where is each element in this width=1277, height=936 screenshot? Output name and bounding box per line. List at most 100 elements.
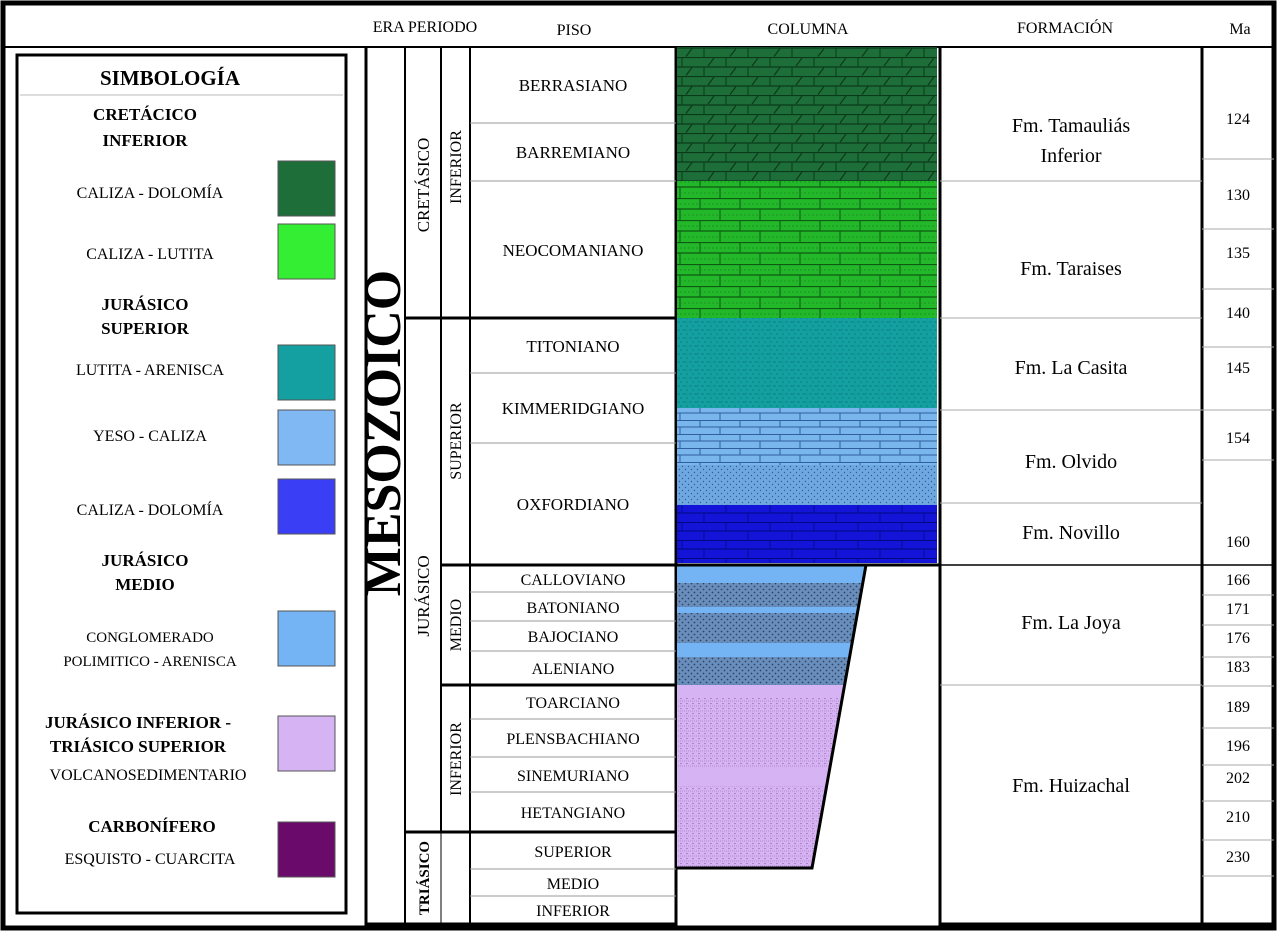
litho-caliza-lutita xyxy=(677,181,937,318)
legend-swatch-4 xyxy=(277,478,336,535)
legend-swatch-1 xyxy=(277,223,336,280)
ma-label-2: 135 xyxy=(1226,245,1250,262)
legend-label-6-line-0: VOLCANOSEDIMENTARIO xyxy=(50,767,247,784)
formation-label-3-line-0: Fm. Olvido xyxy=(1025,451,1117,473)
legend-label-2-line-0: LUTITA - ARENISCA xyxy=(76,362,224,379)
ma-label-13: 202 xyxy=(1226,770,1250,787)
legend-swatch-6 xyxy=(277,715,336,772)
formation-label-0-line-0: Fm. Tamauliás xyxy=(1012,115,1130,137)
litho-caliza-dolomia-cretacico xyxy=(677,47,937,181)
stage-label-0: BERRASIANO xyxy=(519,76,628,95)
stage-label-11: PLENSBACHIANO xyxy=(506,731,639,748)
stage-label-4: KIMMERIDGIANO xyxy=(502,399,645,418)
stage-label-14: SUPERIOR xyxy=(534,844,612,861)
legend-swatch-3 xyxy=(277,409,336,466)
legend-swatch-0 xyxy=(277,160,336,217)
stage-label-12: SINEMURIANO xyxy=(517,768,629,785)
stage-label-3: TITONIANO xyxy=(526,337,619,356)
ma-label-14: 210 xyxy=(1226,809,1250,826)
ma-label-7: 166 xyxy=(1226,572,1250,589)
legend-label-3-line-0: YESO - CALIZA xyxy=(93,428,207,445)
legend-label-5-line-0: CONGLOMERADO xyxy=(86,630,214,646)
stage-label-16: INFERIOR xyxy=(536,903,610,920)
litho-volcano-pattern-1 xyxy=(677,698,843,767)
legend-group-5-line-0: JURÁSICO xyxy=(102,551,189,570)
legend-label-5-line-1: POLIMITICO - ARENISCA xyxy=(63,654,237,670)
epoch-label-jur-inferior: INFERIOR xyxy=(448,722,465,796)
ma-label-1: 130 xyxy=(1226,187,1250,204)
stage-label-5: OXFORDIANO xyxy=(517,495,629,514)
stage-label-2: NEOCOMANIANO xyxy=(503,241,644,260)
ma-label-10: 183 xyxy=(1226,659,1250,676)
legend-swatch-7 xyxy=(277,821,336,878)
stage-label-9: ALENIANO xyxy=(532,661,615,678)
legend-label-7-line-0: ESQUISTO - CUARCITA xyxy=(65,851,236,868)
header-formacion: FORMACIÓN xyxy=(1017,18,1113,37)
legend-group-2-line-1: SUPERIOR xyxy=(101,319,190,338)
period-label-triasico: TRIÁSICO xyxy=(416,841,433,915)
legend-group-6-line-1: TRIÁSICO SUPERIOR xyxy=(50,737,227,756)
litho-conglomerado-dark-2 xyxy=(677,613,858,643)
litho-conglomerado-dark-1 xyxy=(677,583,863,607)
formation-label-4-line-0: Fm. Novillo xyxy=(1022,522,1120,544)
legend-swatch-5 xyxy=(277,610,336,667)
legend-group-6-line-0: JURÁSICO INFERIOR - xyxy=(45,713,231,732)
stage-label-1: BARREMIANO xyxy=(516,143,630,162)
period-label-cretasico: CRETÁSICO xyxy=(414,138,433,232)
litho-conglomerado-dark-3 xyxy=(677,657,850,685)
formation-label-1-line-0: Fm. Taraises xyxy=(1020,258,1122,280)
formation-label-0-line-1: Inferior xyxy=(1040,145,1101,167)
litho-volcano-pattern-2 xyxy=(677,786,827,868)
header-columna: COLUMNA xyxy=(768,21,849,38)
litho-yeso-caliza-dotted xyxy=(677,465,937,505)
era-label: MESOZOICO xyxy=(355,270,412,597)
ma-label-9: 176 xyxy=(1226,630,1250,647)
header-piso: PISO xyxy=(557,22,592,39)
ma-label-3: 140 xyxy=(1226,305,1250,322)
legend-group-0-line-0: CRETÁCICO xyxy=(93,105,197,124)
litho-volcano-light-1 xyxy=(677,685,845,698)
legend-title: SIMBOLOGÍA xyxy=(100,66,241,90)
litho-yeso-caliza xyxy=(677,408,937,465)
ma-label-6: 160 xyxy=(1226,534,1250,551)
formation-label-2-line-0: Fm. La Casita xyxy=(1015,357,1128,379)
period-label-jurasico: JURÁSICO xyxy=(414,555,433,636)
litho-conglomerado-light-2 xyxy=(677,607,859,613)
epoch-label-cret-inferior: INFERIOR xyxy=(448,130,465,204)
header-ma: Ma xyxy=(1229,21,1250,38)
legend-label-4-line-0: CALIZA - DOLOMÍA xyxy=(77,500,224,519)
litho-volcano-light-2 xyxy=(677,767,830,786)
legend-group-0-line-1: INFERIOR xyxy=(102,131,188,150)
stage-label-8: BAJOCIANO xyxy=(528,629,619,646)
legend-group-7-line-0: CARBONÍFERO xyxy=(88,817,216,836)
ma-label-8: 171 xyxy=(1226,601,1250,618)
formation-label-6-line-0: Fm. Huizachal xyxy=(1012,775,1130,797)
stage-label-7: BATONIANO xyxy=(526,600,619,617)
ma-label-11: 189 xyxy=(1226,699,1250,716)
ma-label-12: 196 xyxy=(1226,738,1250,755)
ma-label-0: 124 xyxy=(1226,111,1250,128)
legend-panel: SIMBOLOGÍA CRETÁCICO INFERIOR CALIZA - DOL… xyxy=(15,53,348,915)
epoch-label-jur-superior: SUPERIOR xyxy=(448,402,465,480)
legend-label-0-line-0: CALIZA - DOLOMÍA xyxy=(77,183,224,202)
litho-caliza-dolomia-jurasico xyxy=(677,505,937,563)
ma-label-5: 154 xyxy=(1226,430,1250,447)
stage-label-15: MEDIO xyxy=(547,876,599,893)
stratigraphic-table: MESOZOICO CRETÁSICO JURÁSICO TRIÁSICO INFERI… xyxy=(355,47,1274,926)
epoch-label-jur-medio: MEDIO xyxy=(448,599,465,651)
legend-group-5-line-1: MEDIO xyxy=(115,575,175,594)
litho-conglomerado-light-1 xyxy=(677,565,866,583)
ma-label-15: 230 xyxy=(1226,849,1250,866)
legend-swatch-2 xyxy=(277,344,336,401)
litho-conglomerado-light-3 xyxy=(677,643,853,657)
ma-label-4: 145 xyxy=(1226,360,1250,377)
stage-label-10: TOARCIANO xyxy=(526,695,620,712)
formation-label-5-line-0: Fm. La Joya xyxy=(1021,612,1121,634)
legend-label-1-line-0: CALIZA - LUTITA xyxy=(86,246,214,263)
stage-label-6: CALLOVIANO xyxy=(521,572,626,589)
litho-lutita-arenisca xyxy=(677,318,937,408)
legend-group-2-line-0: JURÁSICO xyxy=(102,295,189,314)
stage-label-13: HETANGIANO xyxy=(521,805,625,822)
